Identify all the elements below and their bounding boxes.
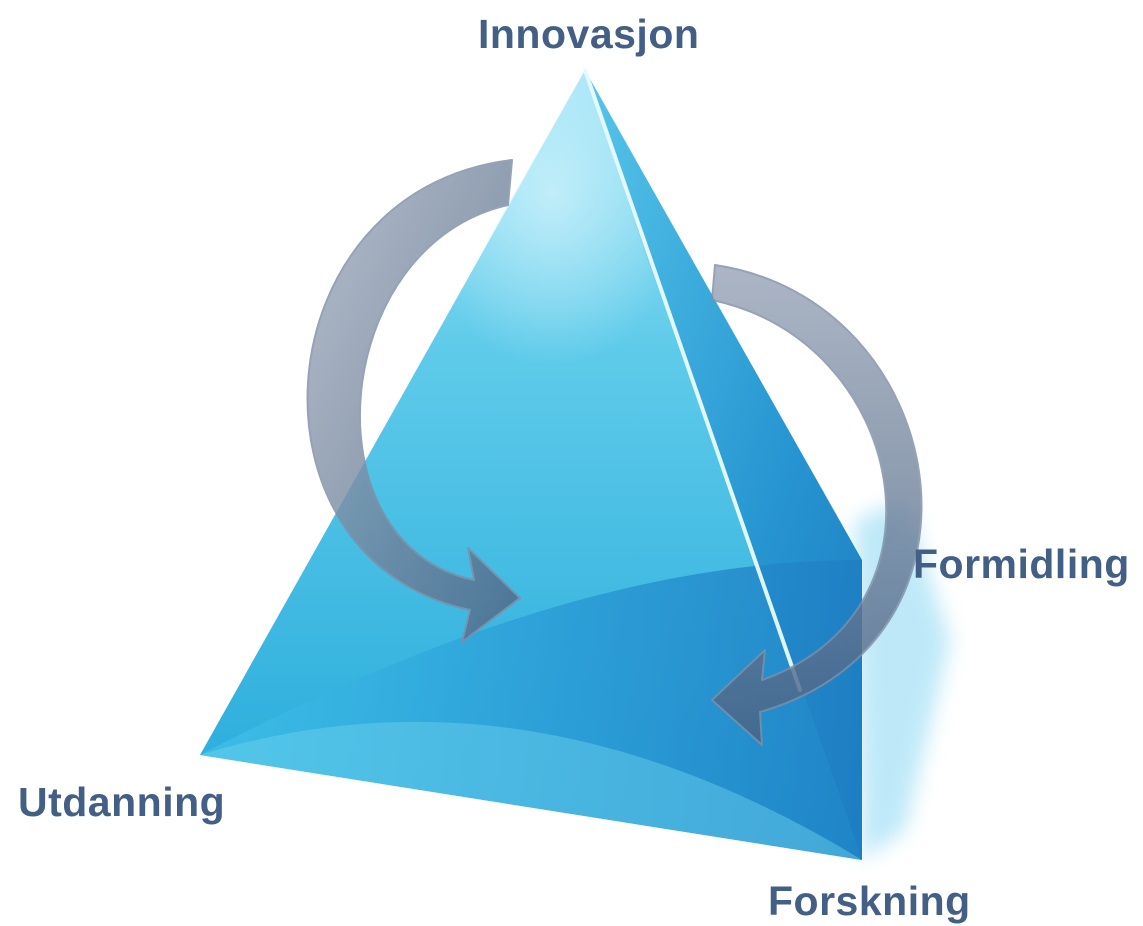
cycle-arrow-right	[711, 264, 923, 746]
pyramid-base-face	[200, 560, 862, 860]
vertex-label-bottom: Forskning	[768, 878, 971, 924]
vertex-label-right: Formidling	[913, 541, 1130, 587]
pyramid-front-edge	[583, 68, 802, 692]
pyramid-highlight	[430, 70, 700, 420]
pyramid	[200, 68, 950, 860]
pyramid-base-sheen	[200, 721, 862, 860]
vertex-label-top: Innovasjon	[478, 11, 700, 57]
cycle-arrow-left	[306, 159, 521, 643]
vertex-label-left: Utdanning	[18, 779, 226, 825]
